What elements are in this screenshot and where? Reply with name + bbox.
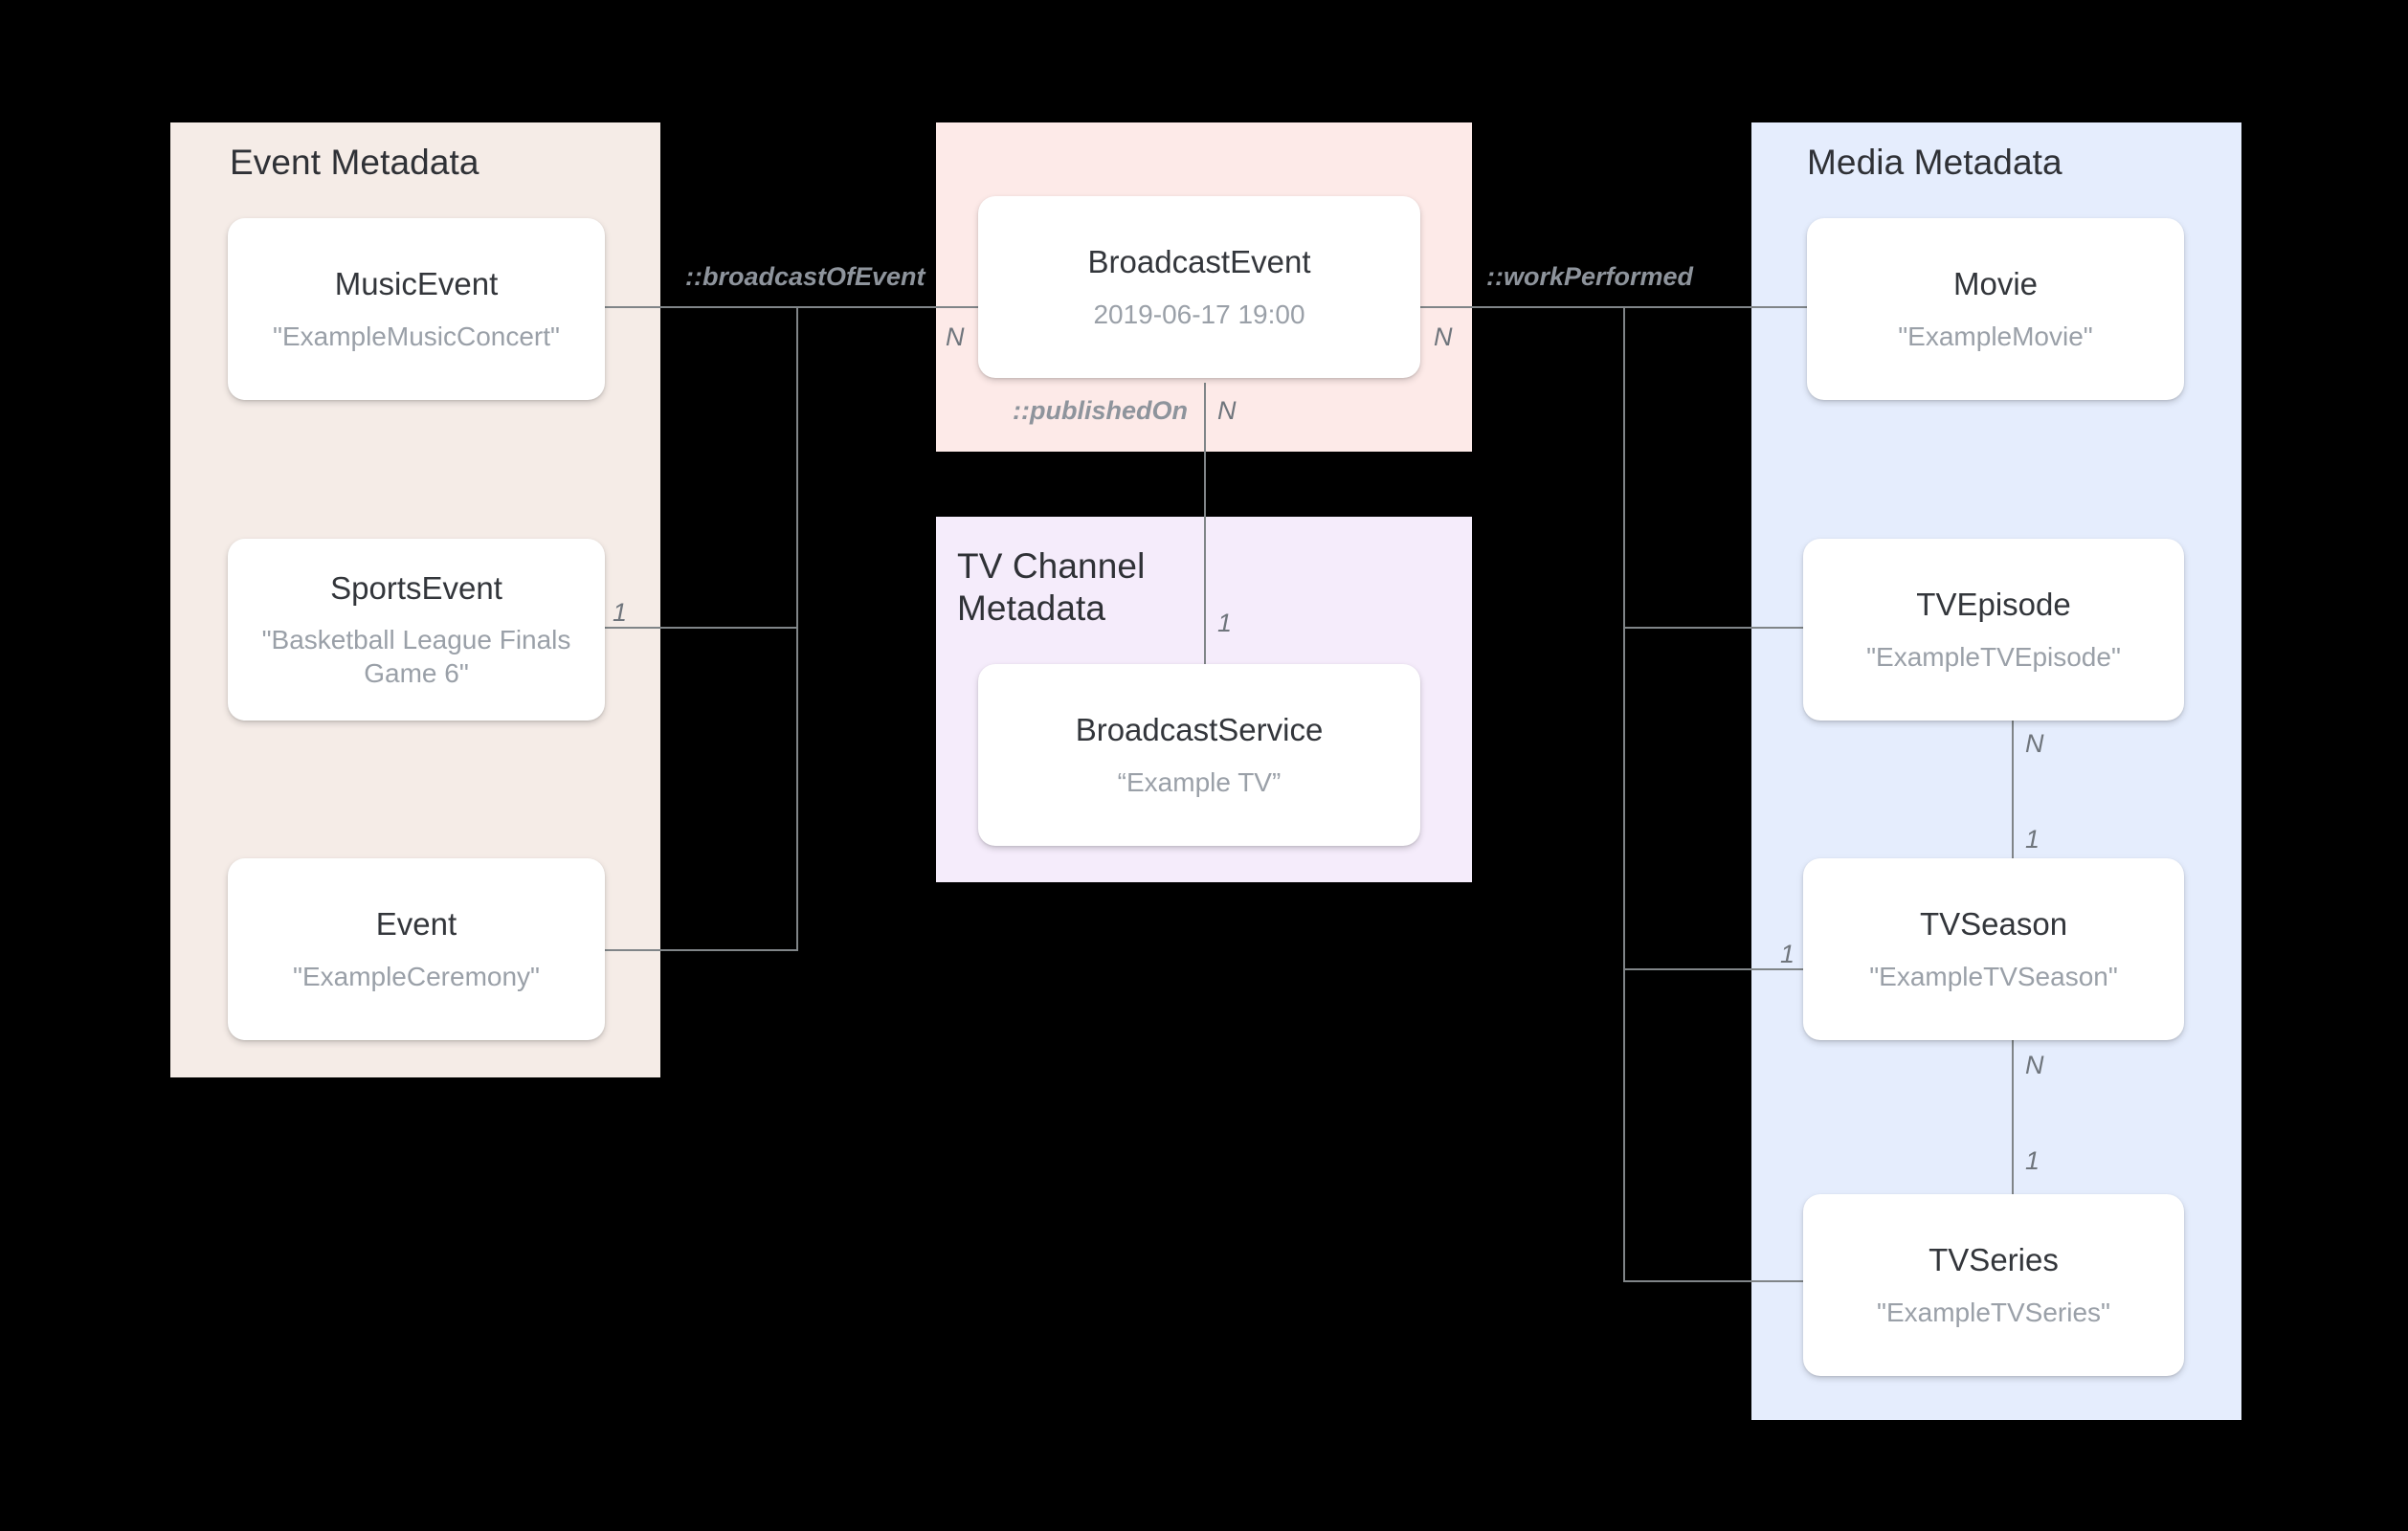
connector-broadcast-event-to-media-bus: [1407, 306, 1625, 308]
node-tv-episode-type: TVEpisode: [1916, 587, 2071, 623]
cardinality-tv-season-left: 1: [1780, 940, 1795, 968]
node-broadcast-service-value: “Example TV”: [1117, 766, 1282, 797]
relation-label-work-performed: ::workPerformed: [1486, 262, 1694, 291]
connector-tv-season-to-tv-series: [2012, 1038, 2014, 1277]
cardinality-sports-event-side: 1: [613, 598, 628, 627]
connector-bus-to-broadcast-event: [796, 306, 997, 308]
node-tv-series[interactable]: TVSeries "ExampleTVSeries": [1803, 1194, 2184, 1376]
cardinality-broadcast-event-left: N: [946, 322, 965, 351]
panel-title-tv-channel-metadata: TV Channel Metadata: [957, 546, 1146, 628]
node-sports-event[interactable]: SportsEvent "Basketball League Finals Ga…: [228, 539, 605, 721]
panel-title-event-metadata: Event Metadata: [230, 143, 479, 182]
connector-bus-to-tv-series: [1623, 1280, 1815, 1282]
node-tv-series-type: TVSeries: [1929, 1242, 2059, 1278]
node-broadcast-service-type: BroadcastService: [1075, 712, 1324, 748]
cardinality-broadcast-event-right: N: [1434, 322, 1453, 351]
node-movie[interactable]: Movie "ExampleMovie": [1807, 218, 2184, 400]
connector-broadcast-event-to-broadcast-service: [1204, 383, 1206, 664]
connector-bus-to-tv-season: [1623, 968, 1815, 970]
connector-event-bus-vertical: [796, 306, 798, 951]
node-event-type: Event: [375, 906, 457, 943]
node-music-event-value: "ExampleMusicConcert": [273, 321, 560, 351]
cardinality-broadcast-service-top: 1: [1217, 609, 1233, 637]
node-movie-type: Movie: [1952, 266, 2039, 302]
connector-bus-to-tv-episode: [1623, 627, 1815, 629]
node-sports-event-type: SportsEvent: [330, 569, 502, 606]
connector-bus-to-movie: [1623, 306, 1815, 308]
cardinality-tv-season-top: 1: [2025, 825, 2040, 854]
connector-music-event-to-bus: [605, 306, 796, 308]
relation-label-broadcast-of-event: ::broadcastOfEvent: [685, 262, 925, 291]
node-tv-season[interactable]: TVSeason "ExampleTVSeason": [1803, 858, 2184, 1040]
node-broadcast-event-type: BroadcastEvent: [1087, 244, 1311, 280]
node-broadcast-event-value: 2019-06-17 19:00: [1093, 299, 1305, 329]
node-event[interactable]: Event "ExampleCeremony": [228, 858, 605, 1040]
node-movie-value: "ExampleMovie": [1898, 321, 2093, 351]
node-music-event-type: MusicEvent: [334, 266, 499, 302]
cardinality-tv-season-bottom: N: [2025, 1051, 2044, 1079]
connector-media-bus-vertical: [1623, 306, 1625, 1282]
connector-sports-event-to-bus: [605, 627, 796, 629]
node-tv-season-type: TVSeason: [1919, 906, 2068, 943]
node-tv-episode-value: "ExampleTVEpisode": [1866, 641, 2121, 672]
cardinality-broadcast-event-bottom: N: [1217, 396, 1237, 425]
connector-tv-episode-to-tv-season: [2012, 718, 2014, 957]
panel-title-media-metadata: Media Metadata: [1807, 143, 2062, 182]
node-tv-season-value: "ExampleTVSeason": [1869, 961, 2118, 991]
cardinality-tv-episode-bottom: N: [2025, 729, 2044, 758]
node-tv-episode[interactable]: TVEpisode "ExampleTVEpisode": [1803, 539, 2184, 721]
node-broadcast-event[interactable]: BroadcastEvent 2019-06-17 19:00: [978, 196, 1420, 378]
connector-event-to-bus: [605, 949, 796, 951]
node-tv-series-value: "ExampleTVSeries": [1877, 1297, 2110, 1327]
node-broadcast-service[interactable]: BroadcastService “Example TV”: [978, 664, 1420, 846]
node-sports-event-value: "Basketball League Finals Game 6": [261, 625, 571, 689]
node-event-value: "ExampleCeremony": [293, 961, 540, 991]
node-music-event[interactable]: MusicEvent "ExampleMusicConcert": [228, 218, 605, 400]
relation-label-published-on: ::publishedOn: [1013, 396, 1188, 425]
cardinality-tv-series-top: 1: [2025, 1146, 2040, 1175]
